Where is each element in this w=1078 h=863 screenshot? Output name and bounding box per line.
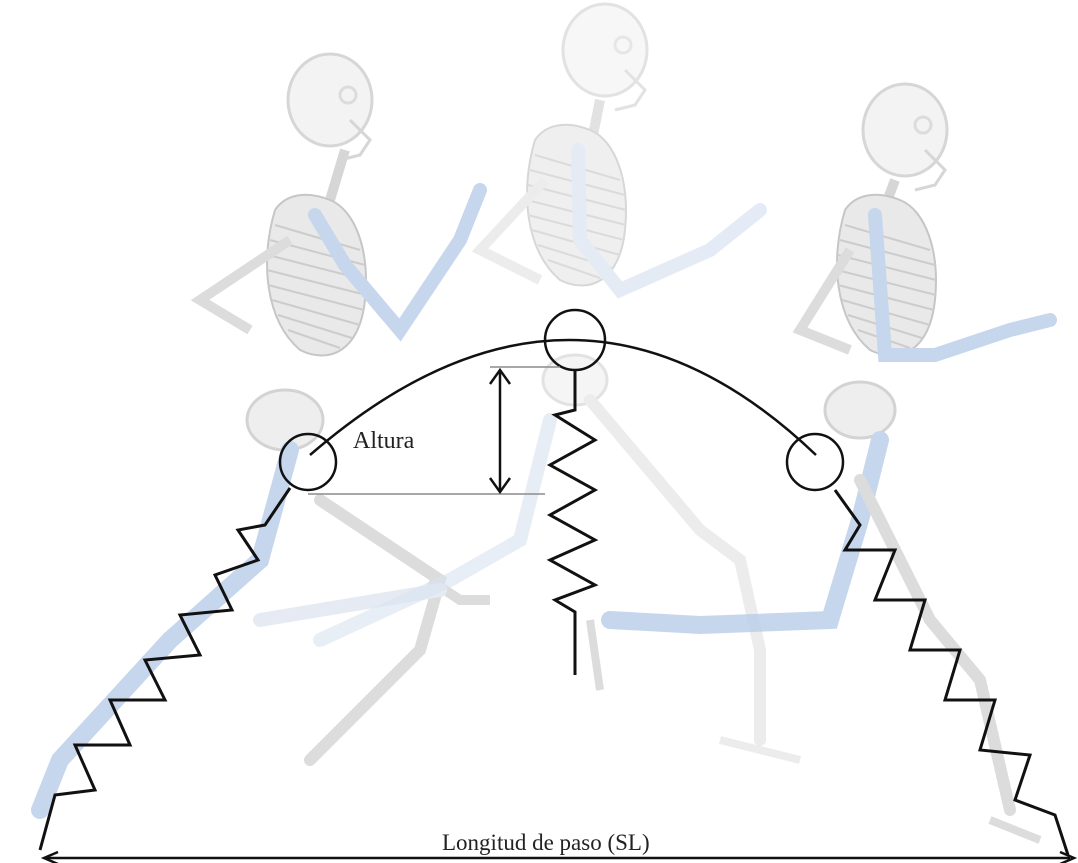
mass-right-circle xyxy=(787,434,843,490)
height-label: Altura xyxy=(353,428,414,455)
spring-left xyxy=(40,488,290,850)
runner-left-skeleton xyxy=(40,54,490,810)
height-arrow xyxy=(490,370,510,492)
step-length-label: Longitud de paso (SL) xyxy=(442,830,650,856)
runner-middle-skeleton xyxy=(320,4,800,760)
left-support-leg xyxy=(40,450,290,810)
spring-right xyxy=(835,490,1068,855)
runner-right-skeleton xyxy=(590,84,1050,840)
